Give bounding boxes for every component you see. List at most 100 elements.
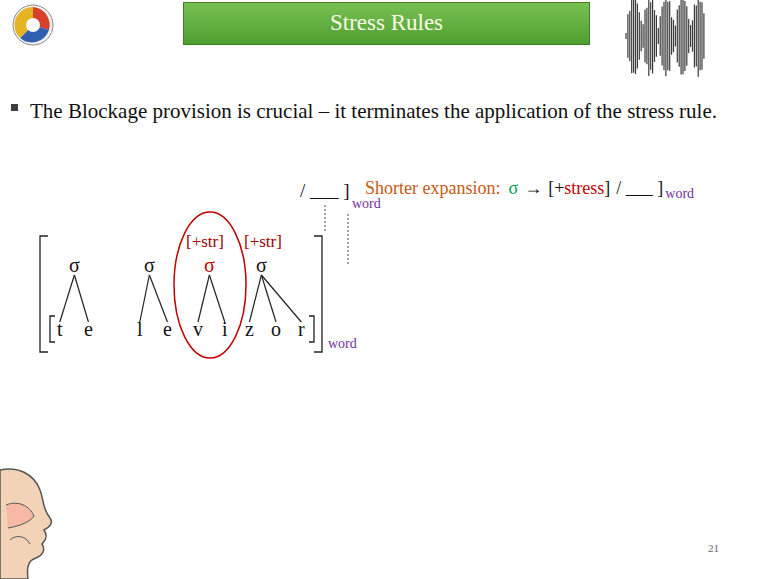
wave-stroke: [654, 10, 655, 62]
wave-stroke: [688, 19, 689, 53]
expansion-label: Shorter expansion:: [365, 178, 500, 199]
wave-stroke: [665, 0, 666, 76]
feature-bracket: ]: [604, 178, 610, 199]
wave-stroke: [699, 2, 700, 71]
bullet-text: The Blockage provision is crucial – it t…: [30, 88, 755, 134]
circle-outline: [174, 212, 246, 358]
segment-letter: t: [57, 318, 63, 341]
syllable-symbol: σ: [204, 254, 215, 277]
wave-stroke: [686, 6, 687, 65]
circled-syllable: [+str]σ vi: [172, 210, 248, 360]
rewrite-arrow: →: [524, 178, 542, 199]
logo: [13, 5, 53, 45]
association-line: [249, 275, 261, 322]
dotted-guide: [348, 214, 349, 266]
environment-bar: / ___ ]: [300, 180, 350, 202]
matrix-bracket: [40, 236, 48, 352]
word-brackets: [40, 236, 322, 352]
wave-stroke: [641, 21, 642, 52]
wave-stroke: [682, 0, 683, 74]
wave-stroke: [679, 5, 680, 67]
bullet-marker: [11, 104, 18, 111]
rule-expansion: Shorter expansion: σ → [+stress] / ___ ]word: [365, 178, 694, 202]
segment-bracket: [50, 316, 55, 342]
segment-letter: z: [245, 318, 254, 341]
association-line: [74, 275, 88, 322]
wave-stroke: [671, 17, 672, 55]
segment-bracket: [309, 316, 314, 342]
wave-stroke: [701, 2, 702, 70]
title-banner: Stress Rules: [183, 2, 590, 45]
wave-stroke: [690, 25, 691, 47]
wave-stroke: [656, 15, 657, 56]
wave-stroke: [675, 25, 676, 46]
wave-stroke: [642, 24, 643, 48]
stress-feature: [+str]: [186, 232, 224, 252]
association-line: [198, 275, 209, 322]
stress-feature: [+str]: [244, 232, 282, 252]
environment-bar: / ___ ]: [616, 178, 663, 199]
wave-stroke: [684, 1, 685, 71]
dotted-guide: [325, 205, 326, 232]
matrix-bracket: [314, 236, 322, 352]
segment-letter: r: [298, 318, 305, 341]
tongue-line: [10, 537, 30, 544]
association-line: [261, 275, 276, 322]
page-number: 21: [708, 542, 719, 555]
wave-stroke: [677, 9, 678, 62]
segment-letter: e: [84, 318, 93, 341]
wave-stroke: [703, 13, 704, 59]
wave-stroke: [658, 28, 659, 44]
wave-stroke: [698, 0, 699, 77]
association-line: [140, 275, 150, 322]
wave-stroke: [650, 2, 651, 69]
association-line: [60, 275, 75, 322]
segment-letter: i: [222, 318, 228, 341]
wave-stroke: [627, 14, 628, 58]
wave-stroke: [669, 1, 670, 70]
wave-stroke: [646, 8, 647, 64]
wave-stroke: [661, 6, 662, 65]
waveform-icon: [626, 0, 704, 77]
wave-stroke: [631, 0, 632, 73]
wave-stroke: [625, 33, 626, 39]
syllable-symbol: σ: [508, 178, 518, 199]
slide-title: Stress Rules: [330, 10, 443, 36]
wave-stroke: [629, 11, 630, 62]
association-line: [149, 275, 167, 322]
segment-letter: l: [137, 318, 143, 341]
wave-stroke: [635, 0, 636, 74]
wave-stroke: [644, 9, 645, 62]
word-subscript: word: [352, 196, 381, 212]
wave-stroke: [639, 12, 640, 59]
association-line: [209, 275, 224, 322]
stress-feature: stress: [564, 178, 604, 199]
wave-stroke: [660, 16, 661, 56]
dotted-guides: [325, 205, 348, 266]
segment-letter: o: [271, 318, 281, 341]
feature-bracket: [+: [548, 178, 564, 199]
wave-stroke: [692, 20, 693, 51]
word-subscript: word: [665, 186, 694, 202]
head-outline: [0, 469, 51, 579]
syllable-symbol: σ: [256, 254, 267, 277]
wave-stroke: [648, 0, 649, 76]
association-line: [261, 275, 301, 322]
syllable-symbol: σ: [69, 254, 80, 277]
wave-stroke: [694, 4, 695, 67]
head-profile: [0, 469, 51, 579]
word-subscript: word: [328, 336, 357, 352]
syllable-symbol: σ: [144, 254, 155, 277]
wave-stroke: [673, 20, 674, 52]
wave-stroke: [652, 0, 653, 74]
logo-ring: [13, 5, 53, 45]
segment-letter: e: [163, 318, 172, 341]
wave-stroke: [667, 2, 668, 70]
wave-stroke: [633, 0, 634, 73]
wave-stroke: [637, 4, 638, 69]
wave-stroke: [680, 0, 681, 75]
wave-stroke: [663, 2, 664, 70]
segment-letter: v: [193, 318, 203, 341]
